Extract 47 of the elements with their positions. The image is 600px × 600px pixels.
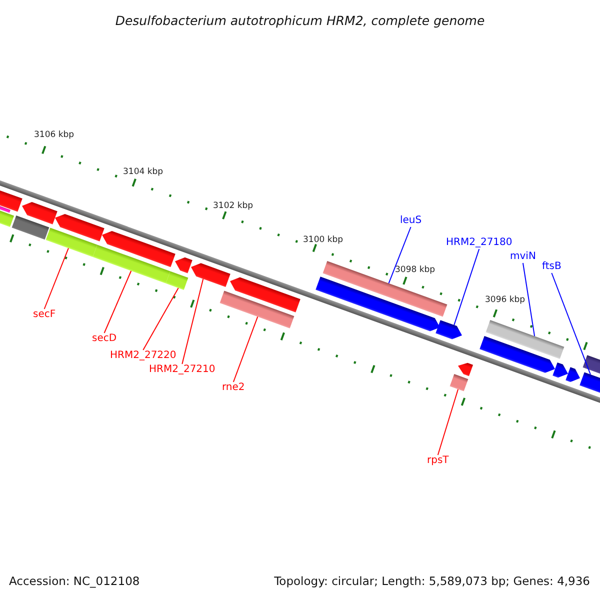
gene-feature xyxy=(166,271,188,290)
leader-line xyxy=(388,226,412,284)
gene-feature xyxy=(450,374,468,392)
tick-label: 3100 kbp xyxy=(303,235,344,245)
leader-line xyxy=(182,278,204,364)
tick-label: 3102 kbp xyxy=(213,201,254,211)
tick-label: 3098 kbp xyxy=(395,265,436,275)
gene-label: rpsT xyxy=(427,455,449,467)
gene-feature xyxy=(46,228,98,257)
gene-feature xyxy=(566,367,580,382)
gene-label: secF xyxy=(33,309,56,321)
gene-feature xyxy=(458,362,474,376)
gene-label: HRM2_27220 xyxy=(110,350,176,362)
tick-label: 3096 kbp xyxy=(485,295,526,305)
leader-line xyxy=(44,248,69,310)
title: Desulfobacterium autotrophicum HRM2, complete genome xyxy=(115,13,485,28)
leader-line xyxy=(142,287,179,350)
gene-feature xyxy=(552,362,568,378)
gene-feature xyxy=(55,214,104,242)
gene-label: mviN xyxy=(510,251,536,263)
gene-feature xyxy=(92,244,170,284)
gene-label: HRM2_27180 xyxy=(446,237,512,249)
genome-summary-text: Topology: circular; Length: 5,589,073 bp; Genes: 4,936 xyxy=(274,574,590,588)
gene-feature xyxy=(175,257,192,274)
leader-line xyxy=(551,272,591,375)
gene-label: HRM2_27210 xyxy=(149,364,216,376)
gene-feature xyxy=(102,230,176,268)
gene-feature xyxy=(22,202,58,224)
leader-line xyxy=(104,270,132,334)
gene-feature xyxy=(230,277,300,312)
gene-label: leuS xyxy=(400,215,422,227)
gene-feature xyxy=(480,336,555,373)
accession-text: Accession: NC_012108 xyxy=(9,574,140,588)
tick-label: 3104 kbp xyxy=(123,167,164,177)
gene-feature xyxy=(436,320,462,340)
gene-label: rne2 xyxy=(222,382,245,394)
gene-feature xyxy=(486,320,564,360)
gene-label: ftsB xyxy=(542,261,562,273)
leader-line xyxy=(522,262,536,337)
tick-label: 3106 kbp xyxy=(34,130,74,140)
gene-feature xyxy=(316,276,440,332)
leader-line xyxy=(437,388,459,456)
gene-feature xyxy=(220,290,294,328)
gene-feature xyxy=(322,261,448,317)
gene-feature xyxy=(191,263,230,287)
leader-line xyxy=(454,248,480,326)
gene-label: secD xyxy=(92,333,117,345)
